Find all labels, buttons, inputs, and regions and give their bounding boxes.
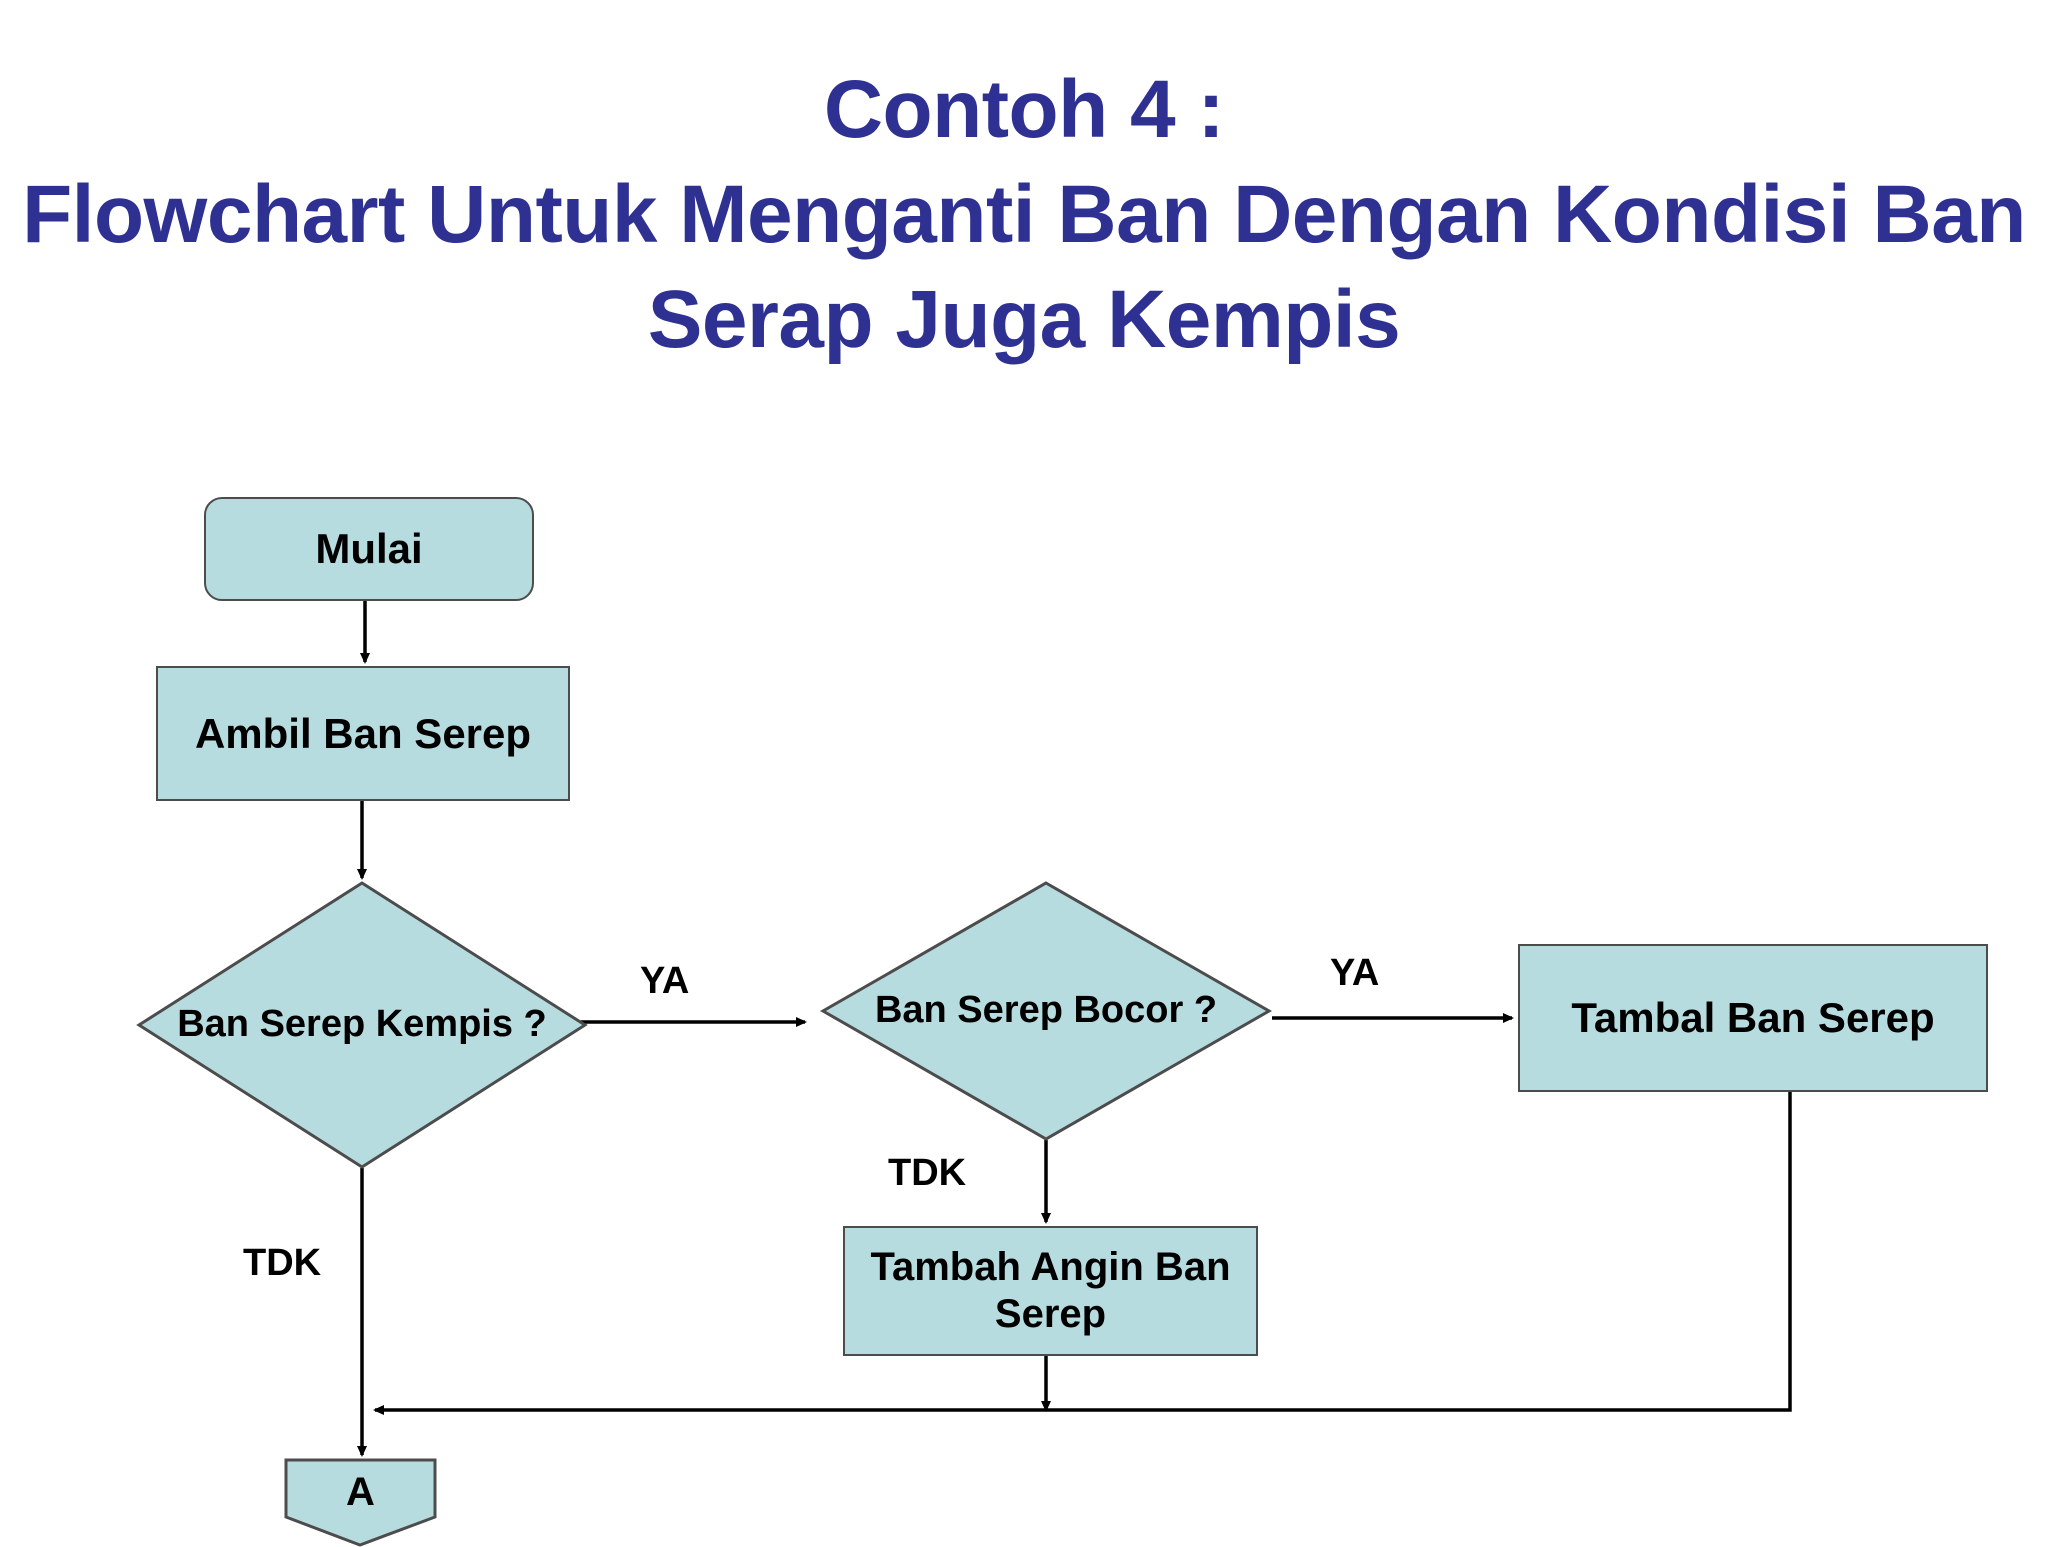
node-connector-a-label: A xyxy=(346,1469,375,1514)
node-start-label: Mulai xyxy=(315,525,423,573)
decision-diamond-shape xyxy=(820,881,1272,1141)
edge-label-bocor-yes: YA xyxy=(1330,952,1380,994)
node-ban-serep-bocor[interactable]: Ban Serep Bocor ? xyxy=(820,880,1272,1142)
node-ban-serep-kempis[interactable]: Ban Serep Kempis ? xyxy=(136,880,588,1170)
title-line-2: Flowchart Untuk Menganti Ban Dengan Kond… xyxy=(22,168,2026,365)
node-tambah-angin-ban-serep-label: Tambah Angin Ban Serep xyxy=(870,1244,1231,1336)
page-title: Contoh 4 : Flowchart Untuk Menganti Ban … xyxy=(0,58,2048,373)
edge-label-kempis-no: TDK xyxy=(243,1242,322,1284)
node-ambil-ban-serep[interactable]: Ambil Ban Serep xyxy=(156,666,570,801)
edge-label-bocor-no: TDK xyxy=(888,1152,967,1194)
node-tambah-angin-ban-serep[interactable]: Tambah Angin Ban Serep xyxy=(843,1226,1258,1356)
node-tambal-ban-serep[interactable]: Tambal Ban Serep xyxy=(1518,944,1988,1092)
edge-label-kempis-yes: YA xyxy=(640,960,690,1002)
node-ban-serep-kempis-label: Ban Serep Kempis ? xyxy=(177,1003,547,1046)
node-ban-serep-bocor-label: Ban Serep Bocor ? xyxy=(874,989,1218,1032)
title-line-1: Contoh 4 : xyxy=(823,64,1225,155)
node-connector-a[interactable]: A xyxy=(283,1457,438,1547)
node-start[interactable]: Mulai xyxy=(204,497,534,601)
node-tambal-ban-serep-label: Tambal Ban Serep xyxy=(1571,994,1935,1042)
decision-diamond-shape xyxy=(136,881,588,1169)
connector-pentagon-shape xyxy=(284,1458,437,1547)
node-ambil-ban-serep-label: Ambil Ban Serep xyxy=(194,709,532,757)
